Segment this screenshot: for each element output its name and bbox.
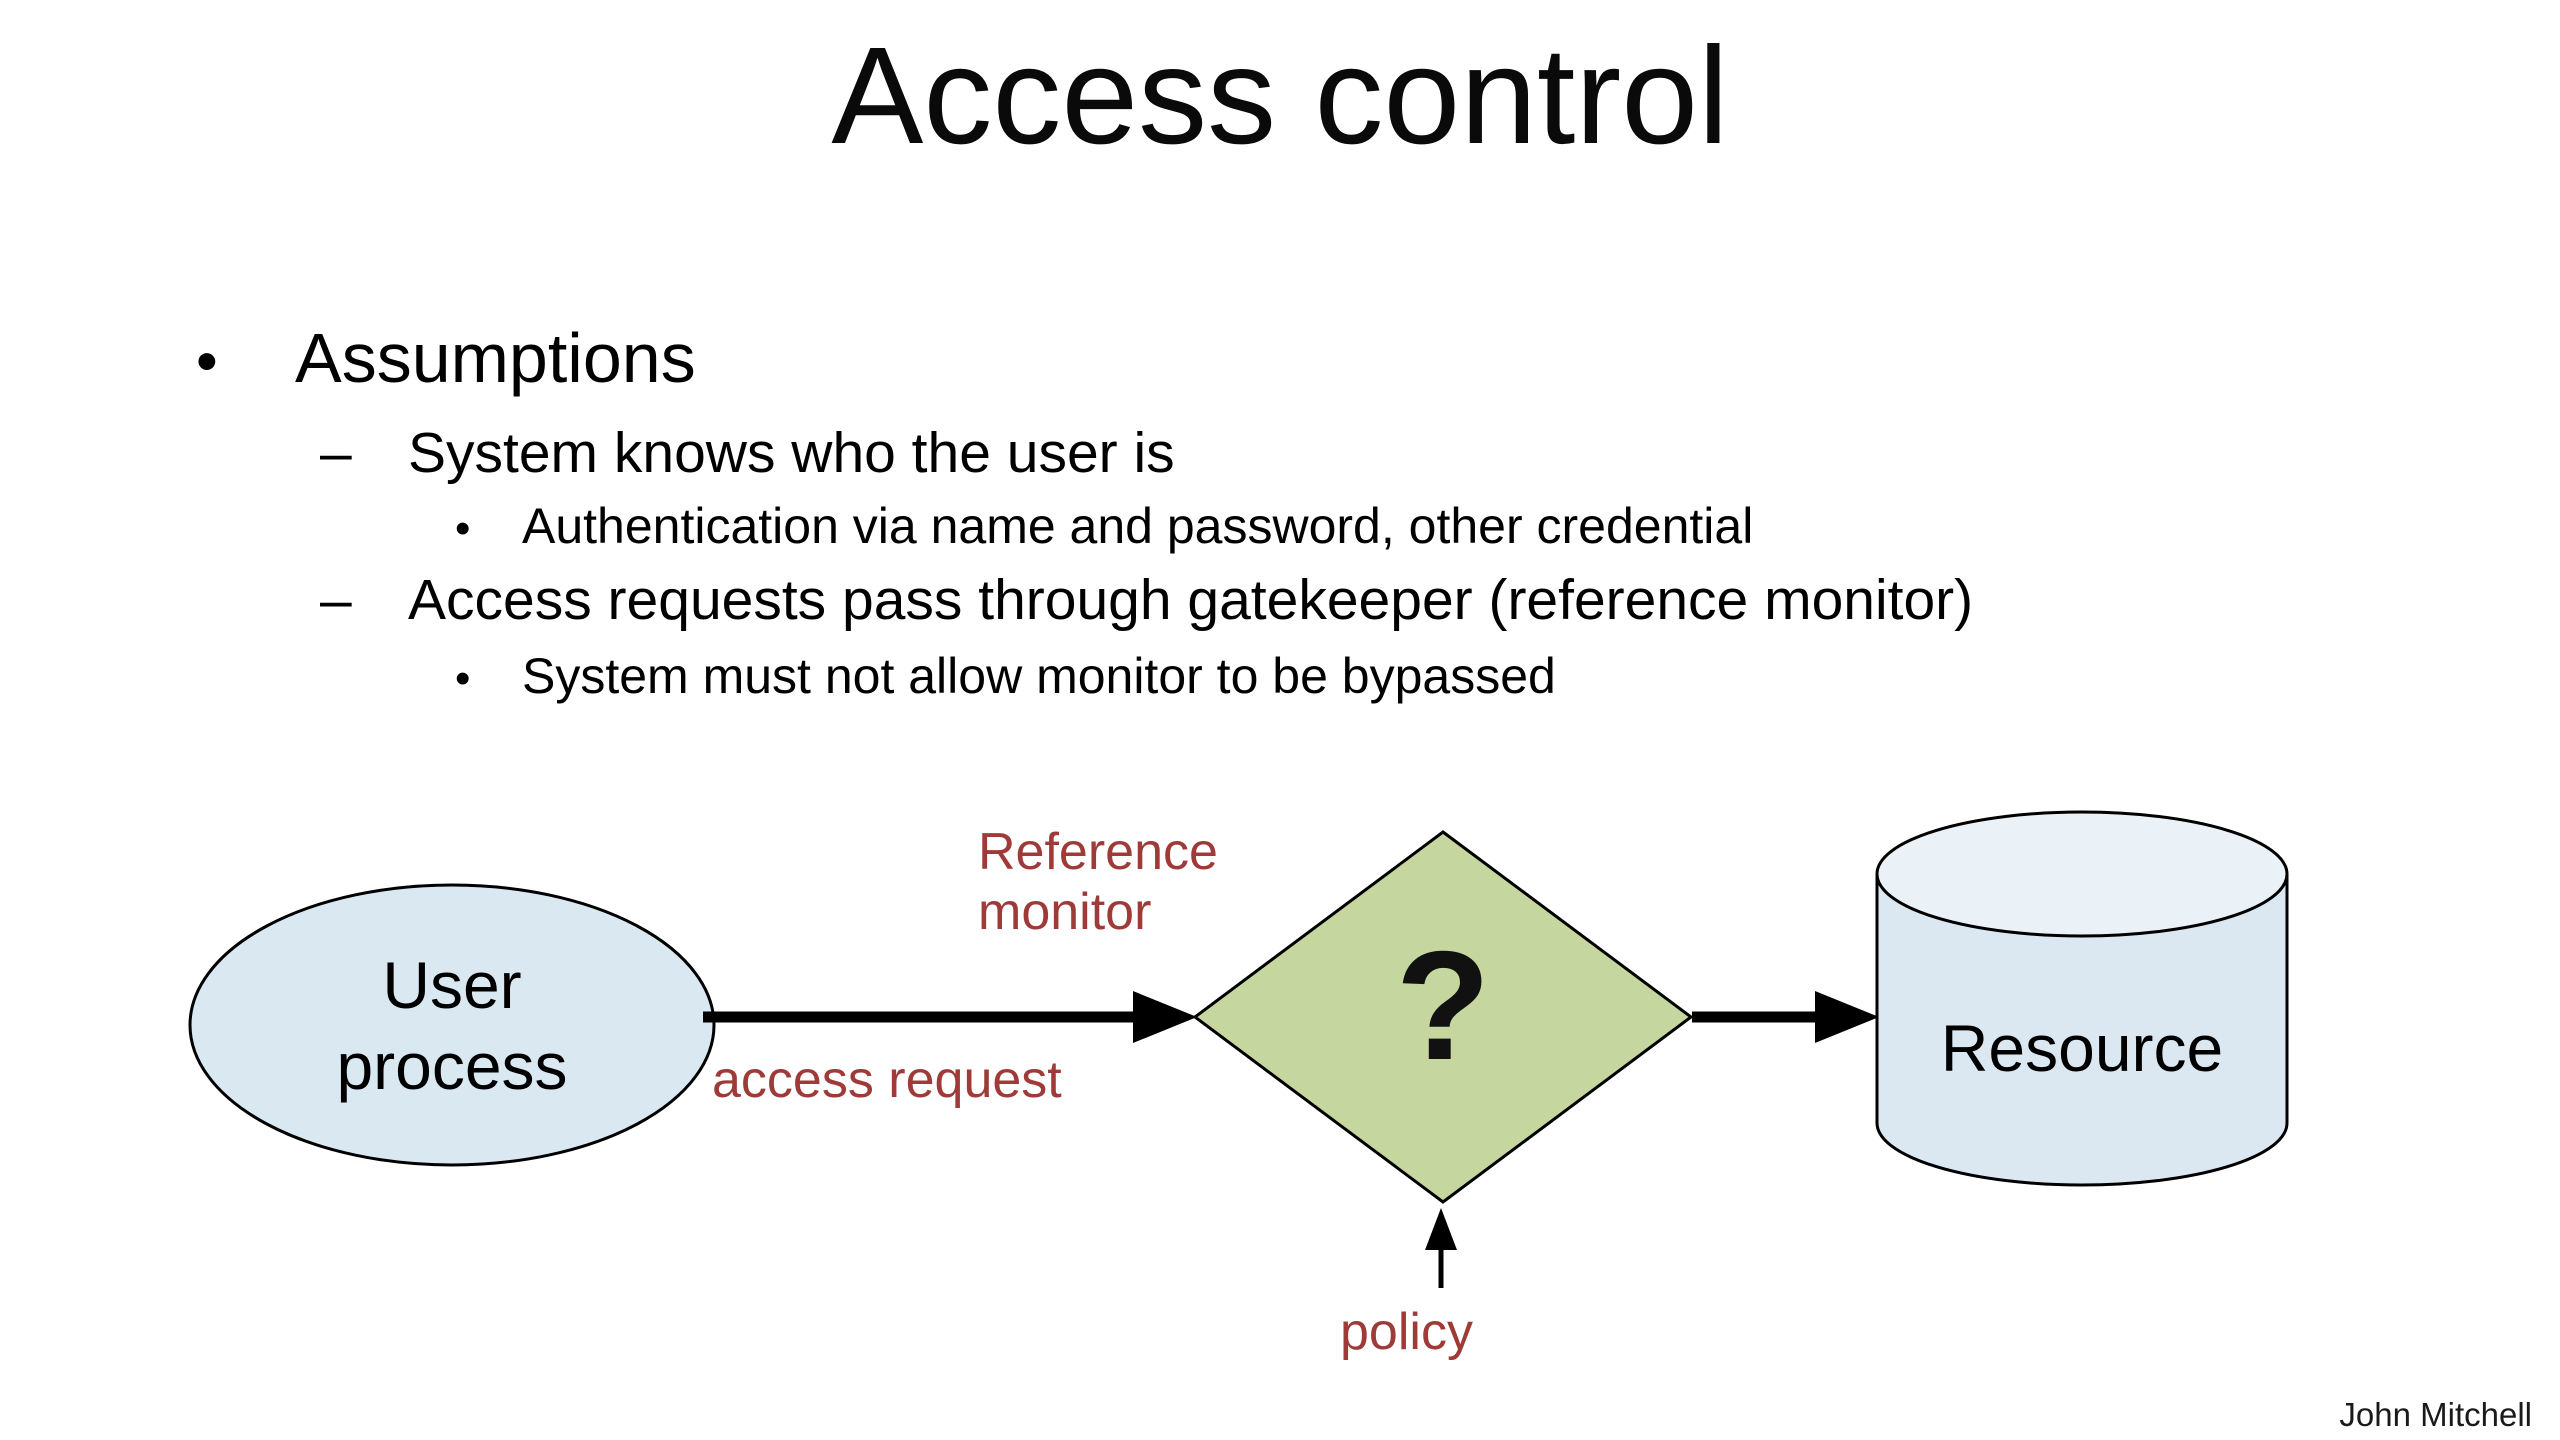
policy-arrowhead-icon: [1425, 1208, 1457, 1250]
bullet-text: System must not allow monitor to be bypa…: [522, 648, 1556, 704]
page-title: Access control: [831, 19, 1729, 173]
bullet-row-monitor-bypass: • System must not allow monitor to be byp…: [455, 647, 1556, 705]
bullet-dot-icon: •: [196, 327, 218, 396]
resource-cylinder-body: [1875, 874, 2289, 1187]
bullet-text: Access requests pass through gatekeeper …: [408, 568, 1974, 632]
reference-monitor-label-line2: monitor: [978, 883, 1152, 942]
bullet-dot-icon: •: [455, 504, 471, 553]
bullet-row-assumptions: • Assumptions: [196, 318, 696, 398]
bullet-row-system-knows-user: –System knows who the user is: [320, 420, 1175, 486]
author-credit: John Mitchell: [2339, 1396, 2532, 1433]
grant-access-arrowhead-icon: [1815, 991, 1879, 1043]
user-process-ellipse: [188, 883, 716, 1167]
reference-monitor-label-line1: Reference: [978, 823, 1218, 881]
user-process-label-line2: process: [336, 1028, 568, 1103]
bullet-row-authentication: • Authentication via name and password, o…: [455, 497, 1753, 555]
dash-marker-icon: –: [320, 421, 352, 485]
user-process-label-line1: User: [382, 948, 522, 1022]
bullet-text: System knows who the user is: [408, 421, 1175, 485]
access-request-label: access request: [712, 1051, 1062, 1109]
access-request-arrowhead-icon: [1133, 991, 1197, 1043]
bullet-text: Assumptions: [295, 319, 696, 397]
resource-cylinder-top: [1875, 810, 2289, 938]
bullet-dot-icon: •: [455, 654, 471, 703]
policy-label: policy: [1340, 1303, 1473, 1361]
question-mark-symbol: ?: [1395, 919, 1491, 1092]
bullet-row-gatekeeper: –Access requests pass through gatekeeper…: [320, 567, 1973, 633]
user-process-label: User process: [252, 945, 652, 1106]
reference-monitor-label: Reference monitor: [978, 822, 1218, 943]
resource-label: Resource: [1940, 1011, 2224, 1085]
dash-marker-icon: –: [320, 568, 352, 632]
reference-monitor-diamond: [1192, 830, 1694, 1204]
bullet-text: Authentication via name and password, ot…: [522, 498, 1754, 554]
